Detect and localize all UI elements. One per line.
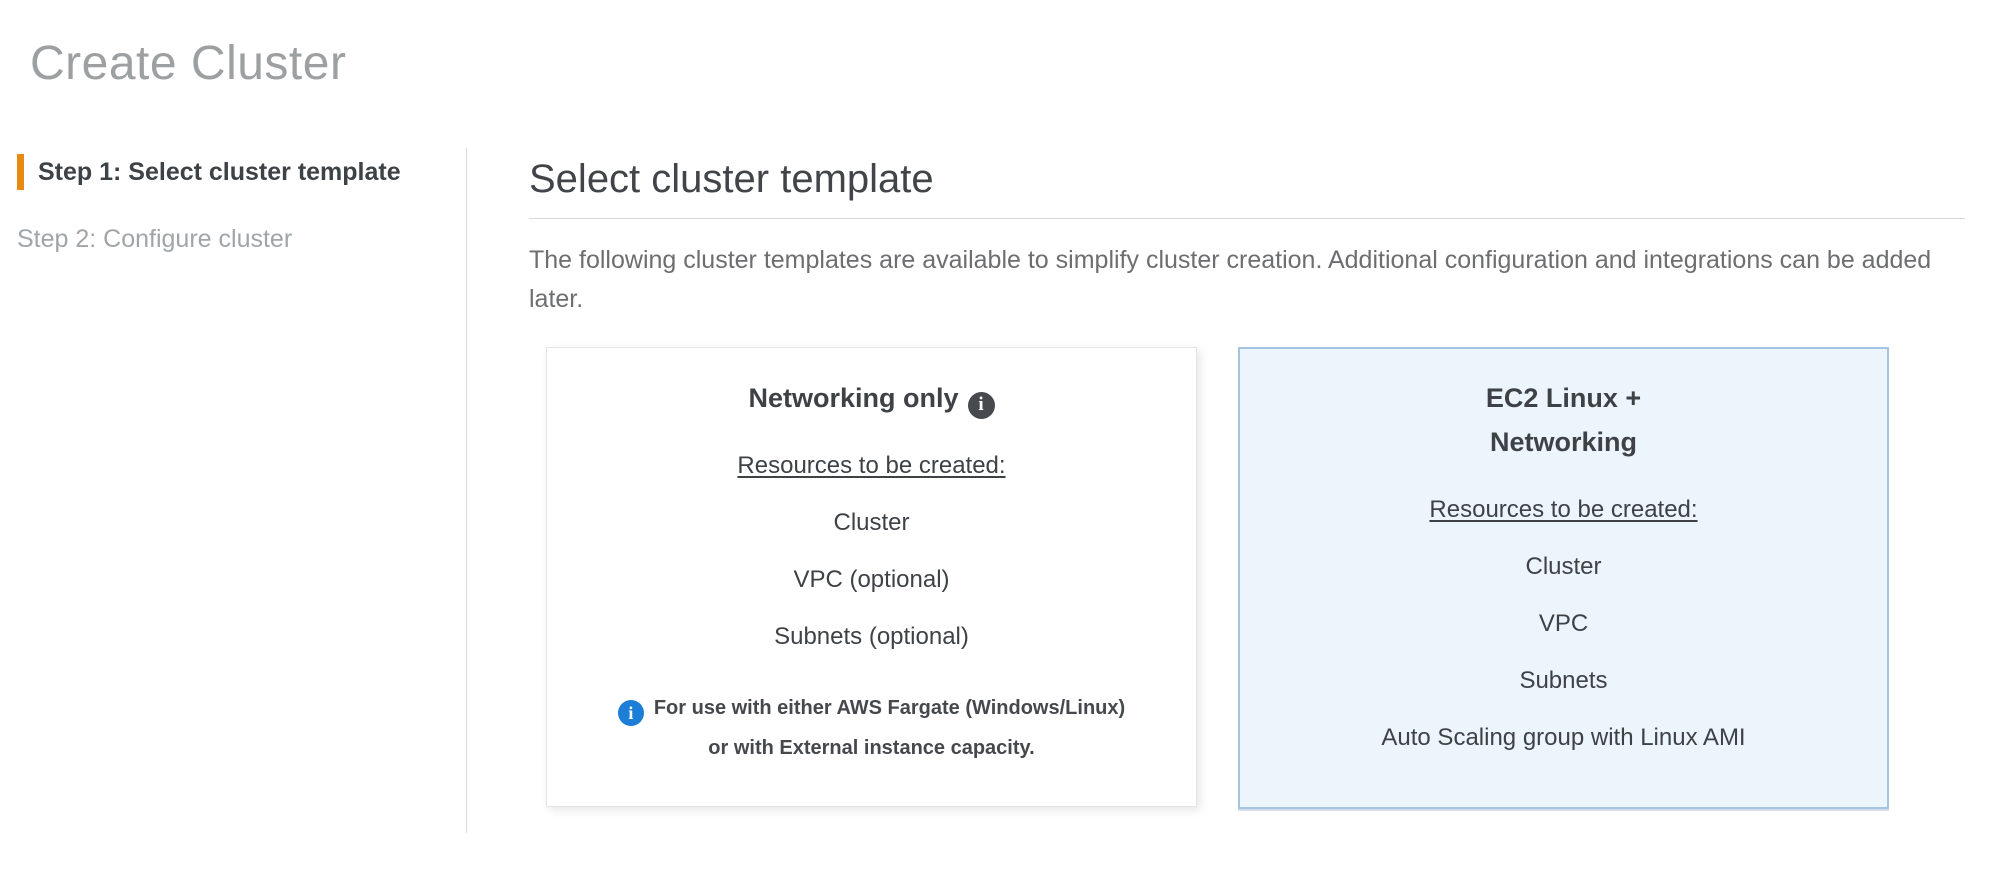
info-icon[interactable]: i bbox=[967, 391, 995, 419]
card-note-text: For use with either AWS Fargate (Windows… bbox=[653, 697, 1126, 759]
resource-item: Auto Scaling group with Linux AMI bbox=[1381, 724, 1746, 751]
resources-heading: Resources to be created: bbox=[1429, 496, 1698, 523]
section-heading: Select cluster template bbox=[529, 157, 934, 201]
resource-item: VPC (optional) bbox=[793, 566, 950, 593]
resources-heading: Resources to be created: bbox=[737, 452, 1006, 479]
resource-item: Cluster bbox=[833, 509, 910, 536]
resource-item: Subnets bbox=[1519, 667, 1608, 694]
section-divider bbox=[529, 218, 1965, 219]
wizard-steps-nav: Step 1: Select cluster template Step 2: … bbox=[0, 148, 467, 833]
card-title: EC2 Linux + Networking bbox=[1485, 383, 1642, 457]
card-note: i For use with either AWS Fargate (Window… bbox=[612, 688, 1132, 768]
page-title: Create Cluster bbox=[30, 37, 347, 90]
card-title: Networking only i bbox=[583, 376, 1160, 420]
template-cards: Networking only i Resources to be created… bbox=[546, 347, 1965, 809]
template-card-networking-only[interactable]: Networking only i Resources to be created… bbox=[546, 347, 1197, 807]
resource-item: Cluster bbox=[1525, 553, 1602, 580]
resource-item: VPC bbox=[1538, 610, 1589, 637]
template-card-ec2-linux-networking[interactable]: EC2 Linux + Networking Resources to be c… bbox=[1238, 347, 1889, 809]
content-row: Step 1: Select cluster template Step 2: … bbox=[0, 148, 1999, 833]
main-panel: Select cluster template The following cl… bbox=[467, 148, 1999, 833]
section-description: The following cluster templates are avai… bbox=[529, 246, 1932, 313]
step-1-select-cluster-template[interactable]: Step 1: Select cluster template bbox=[17, 154, 466, 190]
card-title-text: Networking only bbox=[748, 383, 959, 413]
resource-item: Subnets (optional) bbox=[774, 623, 969, 650]
step-2-configure-cluster[interactable]: Step 2: Configure cluster bbox=[17, 225, 293, 253]
info-icon-blue: i bbox=[617, 700, 644, 726]
